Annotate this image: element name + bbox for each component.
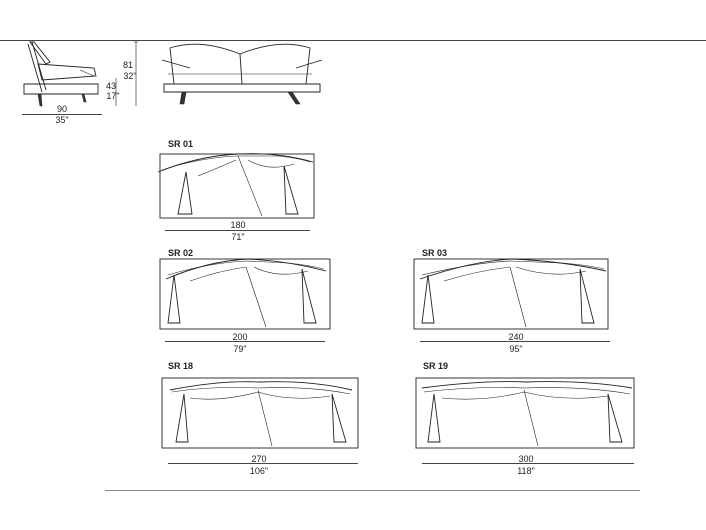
height-in: 32"	[123, 71, 137, 81]
sr19-width-cm: 300	[518, 454, 534, 464]
bottom-rule	[105, 490, 640, 491]
height-cm: 81	[122, 60, 133, 70]
sr18-width-in: 106"	[249, 466, 269, 476]
seat-height-cm: 43	[105, 81, 116, 91]
side-depth-in: 35"	[55, 115, 69, 125]
height-dimlines	[115, 41, 138, 106]
sr03-width-cm: 240	[508, 332, 524, 342]
model-code-sr01: SR 01	[168, 139, 194, 149]
sr19-width-in: 118"	[517, 466, 535, 476]
sr02-width-in: 79"	[233, 344, 247, 354]
sr01-dimline	[165, 230, 310, 231]
top-rule	[0, 40, 706, 41]
side-depth-cm: 90	[56, 104, 67, 114]
sr01-width-in: 71"	[231, 232, 245, 242]
sr03-width-in: 95"	[509, 344, 523, 354]
seat-height-in: 17"	[106, 91, 120, 101]
sr03-plan-drawing	[413, 258, 609, 330]
sofa-front-view	[161, 43, 323, 105]
model-code-sr02: SR 02	[168, 248, 194, 258]
sr01-width-cm: 180	[230, 220, 246, 230]
sr18-width-cm: 270	[251, 454, 267, 464]
sr02-plan-drawing	[159, 258, 331, 330]
sr02-width-cm: 200	[232, 332, 248, 342]
model-code-sr03: SR 03	[422, 248, 448, 258]
sr03-dimline	[420, 341, 610, 342]
model-code-sr18: SR 18	[168, 361, 194, 371]
sr19-dimline	[422, 463, 634, 464]
sr18-plan-drawing	[161, 377, 359, 449]
sofa-side-view	[23, 41, 99, 107]
sr19-plan-drawing	[415, 377, 635, 449]
side-depth-dimline	[22, 114, 102, 115]
sr02-dimline	[165, 341, 325, 342]
model-code-sr19: SR 19	[423, 361, 449, 371]
sr01-plan-drawing	[157, 153, 315, 219]
sr18-dimline	[168, 463, 358, 464]
